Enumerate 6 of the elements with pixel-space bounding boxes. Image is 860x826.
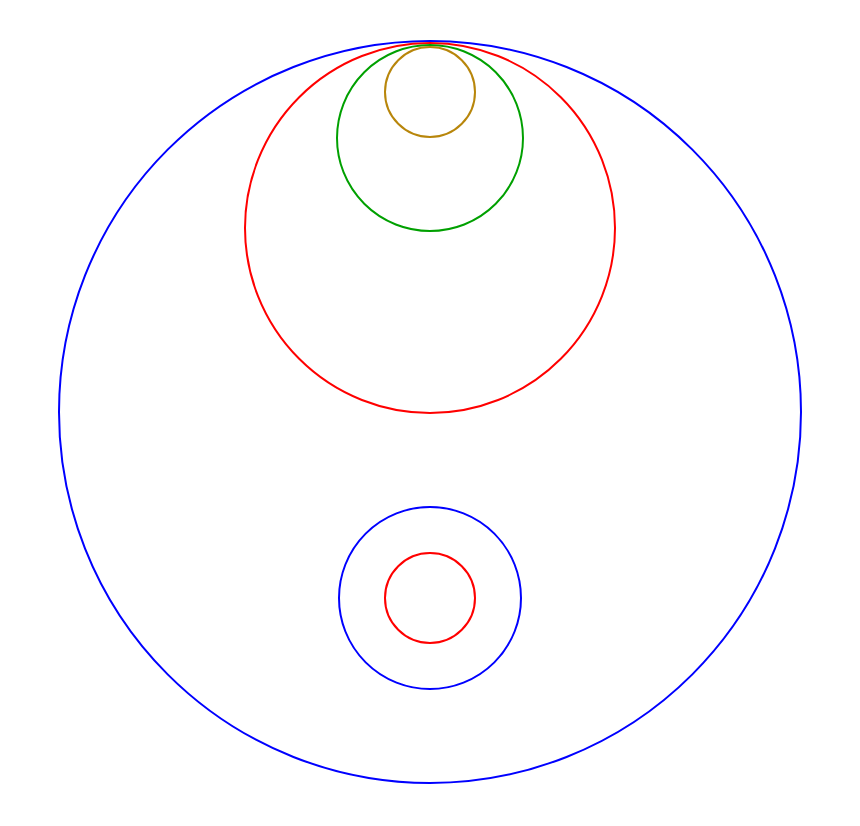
circle-outline (244, 42, 616, 414)
circle-outline (58, 40, 802, 784)
circle-outline (338, 506, 522, 690)
circle-outline (384, 46, 476, 138)
circle-outline (336, 44, 524, 232)
circle-outline (384, 552, 476, 644)
